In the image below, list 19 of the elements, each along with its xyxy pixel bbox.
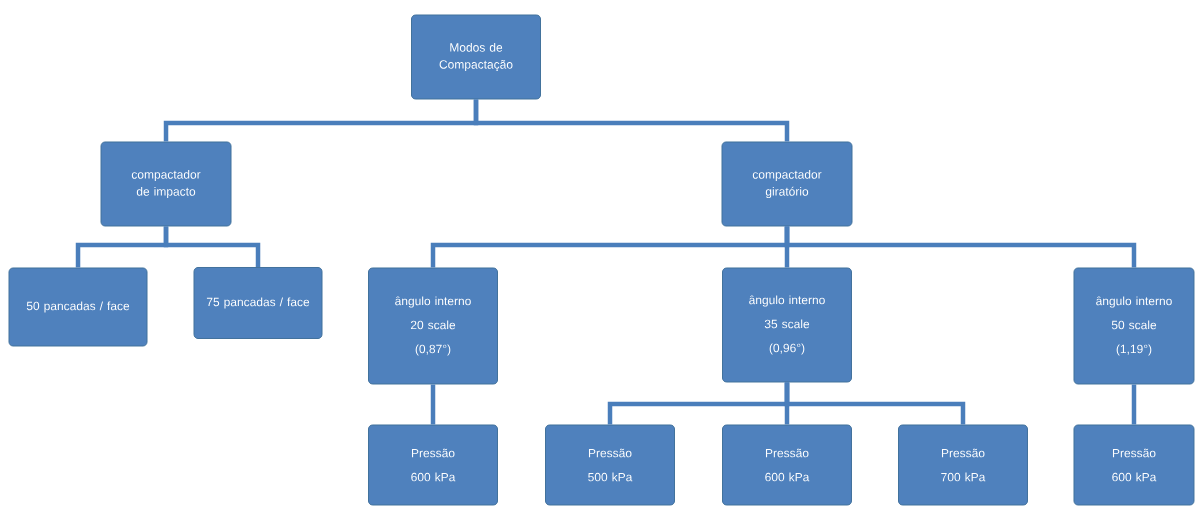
process-box: ângulo interno 20 scale (0,87°) (368, 267, 498, 385)
connector-line (473, 99, 790, 142)
process-box: Pressão 600 kPa (1073, 424, 1195, 506)
process-box: Pressão 600 kPa (368, 424, 498, 506)
process-box: 50 pancadas / face (8, 267, 148, 347)
connector-line (430, 384, 436, 425)
process-box: Pressão 600 kPa (722, 424, 852, 506)
connector-line (784, 226, 1137, 268)
process-box: ângulo interno 50 scale (1,19°) (1073, 267, 1195, 385)
process-box: ângulo interno 35 scale (0,96°) (722, 267, 852, 383)
connector-line (1131, 384, 1137, 425)
process-box: compactador de impacto (100, 141, 232, 227)
process-box: Pressão 700 kPa (898, 424, 1028, 506)
process-box: 75 pancadas / face (193, 267, 323, 339)
process-box: Modos de Compactação (411, 14, 541, 100)
process-box: Pressão 500 kPa (545, 424, 675, 506)
connector-line (784, 382, 966, 425)
process-box: compactador giratório (721, 141, 853, 227)
connector-line (163, 226, 261, 267)
